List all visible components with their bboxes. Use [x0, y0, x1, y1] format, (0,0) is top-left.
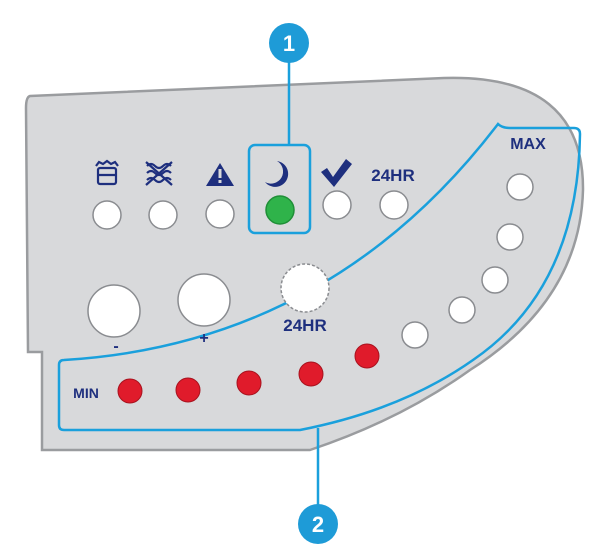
- level-led-5: [354, 343, 380, 369]
- water-indicator-led: [148, 200, 178, 230]
- moon-indicator-highlight: [247, 143, 312, 235]
- level-indicator-band: [57, 122, 582, 432]
- callout-2-circle: [298, 504, 338, 544]
- warning-icon: [206, 163, 234, 186]
- callout-1-circle: [269, 23, 309, 63]
- minus-label: -: [113, 338, 118, 355]
- level-led-8: [481, 266, 509, 294]
- level-led-10: [506, 173, 534, 201]
- level-led-4: [298, 361, 324, 387]
- level-led-2: [175, 377, 201, 403]
- moon-indicator-led: [265, 195, 295, 225]
- check-icon: [321, 159, 352, 187]
- level-led-9: [496, 223, 524, 251]
- warning-indicator-led: [205, 199, 235, 229]
- level-led-3: [236, 370, 262, 396]
- 24hr-status-label: 24HR: [371, 166, 414, 185]
- level-led-7: [448, 296, 476, 324]
- water-icon: [145, 161, 173, 186]
- min-label: MIN: [73, 385, 99, 401]
- filter-icon: [95, 159, 119, 186]
- check-indicator-led: [322, 190, 352, 220]
- level-led-6: [401, 321, 429, 349]
- plus-label: +: [199, 330, 208, 347]
- moon-icon: [265, 161, 289, 187]
- level-led-1: [117, 378, 143, 404]
- plus-button[interactable]: [177, 273, 231, 327]
- 24hr-button-label: 24HR: [283, 316, 326, 335]
- max-label: MAX: [510, 136, 546, 153]
- callout-1-number: 1: [283, 31, 295, 56]
- 24hr-indicator-led: [379, 190, 409, 220]
- 24hr-button[interactable]: [280, 263, 330, 313]
- callout-2-number: 2: [312, 512, 324, 537]
- filter-indicator-led: [92, 200, 122, 230]
- minus-button[interactable]: [87, 284, 141, 338]
